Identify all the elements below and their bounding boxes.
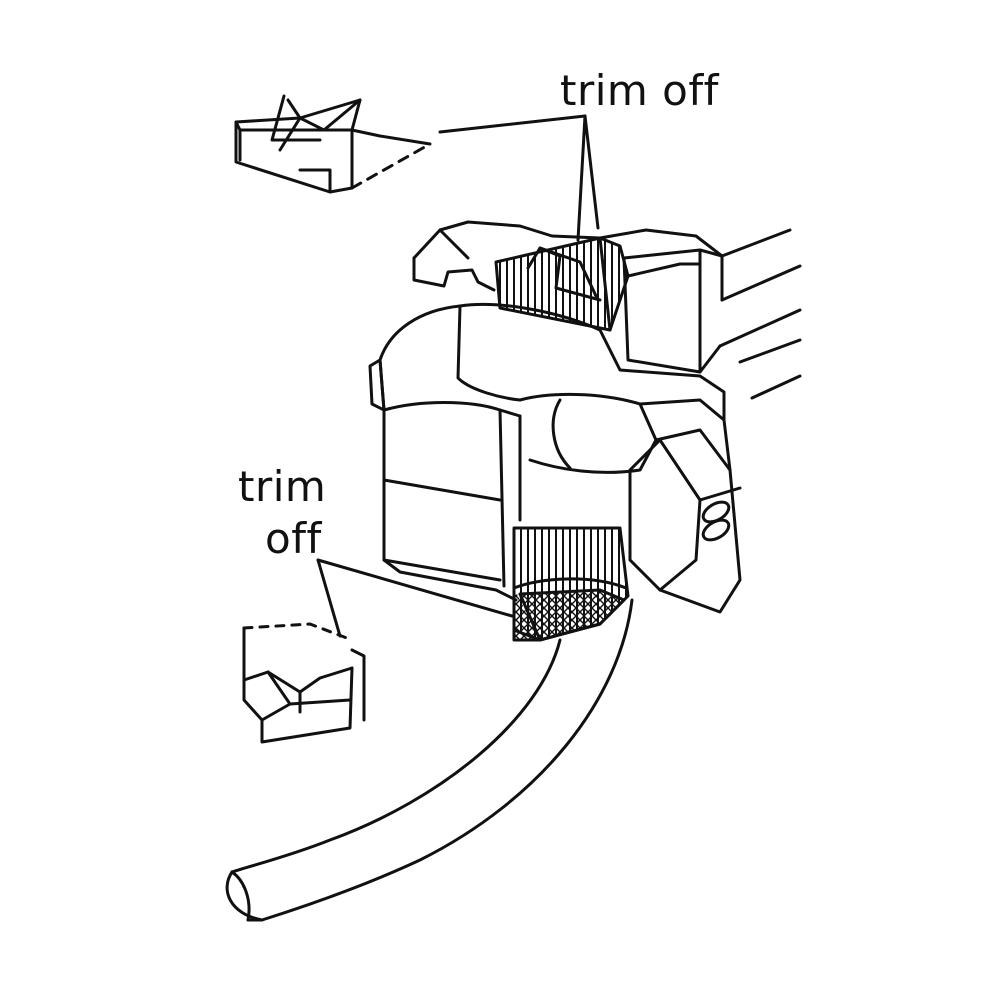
top-leader-line-1 (438, 114, 587, 134)
top-leader-tick (576, 114, 587, 242)
trim-off-label-left-line1: trim (238, 462, 327, 511)
left-leader-line-2 (316, 558, 342, 638)
left-leader-line-1 (316, 558, 514, 618)
trim-off-label-left-line2: off (265, 514, 322, 563)
top-trim-detail (234, 94, 432, 194)
trim-off-label-top: trim off (560, 66, 719, 115)
trip-pin-arm (225, 598, 634, 922)
bottom-trim-detail (242, 622, 366, 744)
top-leader-line-2 (583, 114, 600, 230)
coupler-body (368, 220, 802, 642)
